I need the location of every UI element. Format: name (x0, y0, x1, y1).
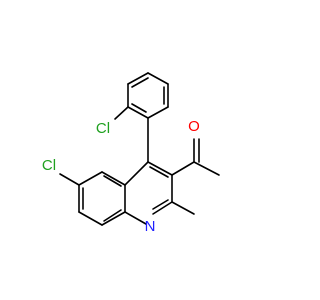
bond (152, 201, 173, 215)
bond (131, 77, 149, 88)
bond (127, 106, 149, 119)
bond (78, 211, 103, 226)
bond (103, 175, 122, 187)
bond (101, 211, 126, 226)
bond-lines (59, 72, 220, 226)
bond (127, 72, 149, 85)
chlorine-atom-label: Cl (42, 157, 56, 174)
nitrogen-atom-label: N (145, 218, 156, 235)
chlorine-atom-label: Cl (96, 120, 110, 137)
bond (171, 201, 195, 215)
bond (147, 72, 169, 85)
bond (131, 103, 147, 113)
bond (78, 171, 103, 186)
bond (193, 161, 220, 176)
bond (149, 166, 169, 178)
bond (147, 161, 173, 176)
bond (103, 209, 122, 222)
oxygen-atom-label: O (188, 118, 200, 135)
bond (124, 161, 149, 186)
atom-labels: Cl Cl O N (42, 118, 200, 235)
bond (124, 211, 147, 225)
bond (147, 106, 169, 119)
bond (171, 161, 195, 176)
molecule-structure-diagram: Cl Cl O N (41, 72, 220, 235)
bond (152, 199, 169, 210)
bond (59, 173, 80, 186)
bond (114, 106, 129, 120)
bond (101, 171, 126, 186)
